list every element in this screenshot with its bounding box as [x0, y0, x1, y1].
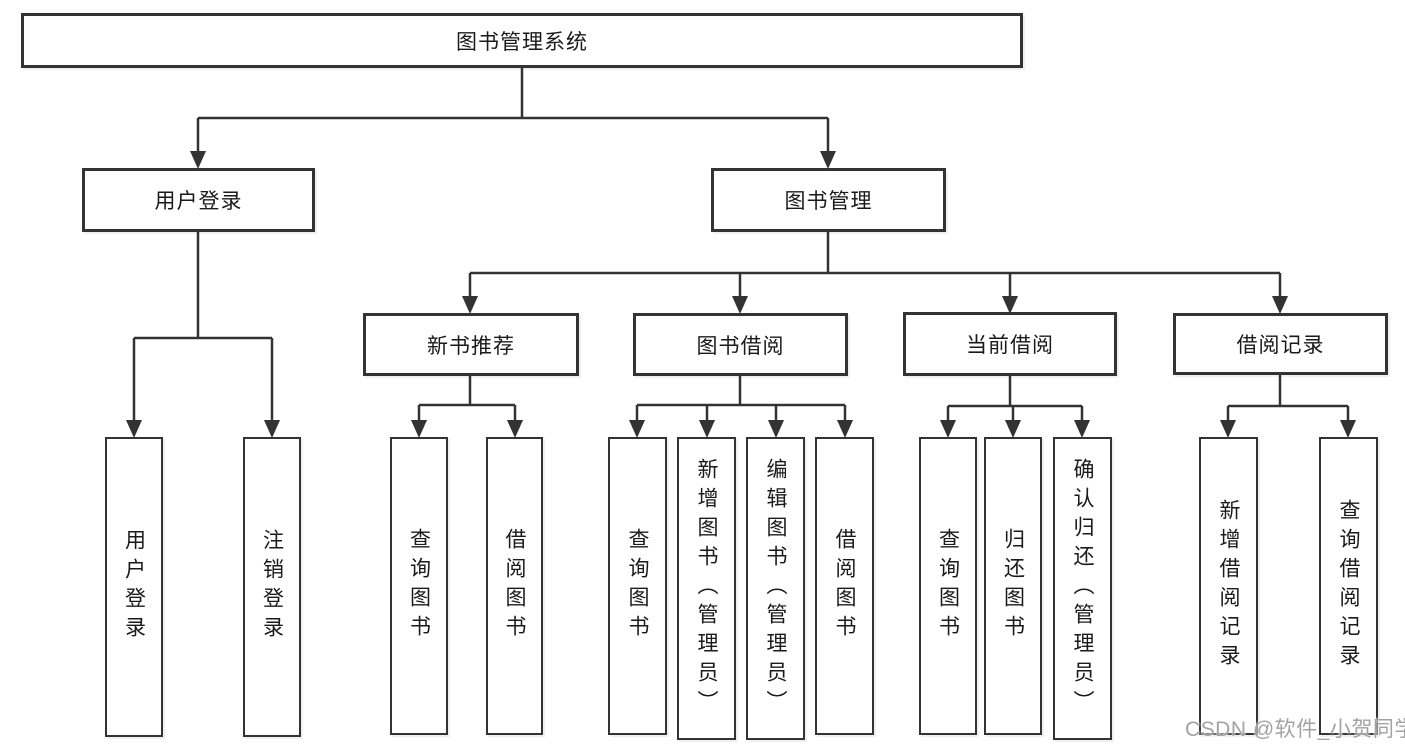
leaf-query-books-rec: 查询图书	[390, 437, 448, 735]
node-label: 图书管理系统	[456, 30, 588, 54]
leaf-label: 查询借阅记录	[1337, 499, 1360, 673]
arrowhead	[1340, 420, 1356, 438]
connector-root-to-level2	[190, 68, 836, 169]
connector-book-mgmt-to-level3	[462, 232, 1288, 314]
leaf-query-borrow-record: 查询借阅记录	[1319, 437, 1378, 735]
arrowhead	[837, 420, 853, 438]
leaf-label: 借阅图书	[833, 528, 856, 644]
arrowhead	[264, 420, 280, 438]
arrowhead	[768, 420, 784, 438]
connector-user-login-to-leaves	[126, 232, 280, 438]
arrowhead	[699, 420, 715, 438]
leaf-add-book-admin: 新增图书（管理员）	[677, 437, 736, 740]
leaf-return-book: 归还图书	[984, 437, 1042, 735]
leaf-query-books-borrow: 查询图书	[608, 437, 667, 735]
arrowhead	[820, 151, 836, 169]
connector-book-borrow-to-leaves	[629, 376, 853, 438]
leaf-label: 用户登录	[122, 529, 146, 645]
node-label: 当前借阅	[966, 334, 1054, 357]
leaf-user-login: 用户登录	[105, 437, 163, 737]
leaf-label: 确认归还（管理员）	[1071, 458, 1094, 719]
leaf-logout: 注销登录	[243, 437, 301, 737]
arrowhead	[126, 420, 142, 438]
leaf-label: 新增借阅记录	[1217, 499, 1240, 673]
arrowhead	[1272, 296, 1288, 314]
leaf-confirm-return-admin: 确认归还（管理员）	[1053, 437, 1112, 740]
node-borrow-records: 借阅记录	[1173, 313, 1388, 375]
arrowhead	[190, 151, 206, 169]
leaf-label: 借阅图书	[503, 528, 526, 644]
node-label: 借阅记录	[1236, 334, 1325, 357]
arrowhead	[507, 420, 523, 438]
leaf-label: 注销登录	[260, 529, 284, 645]
connector-current-borrow-to-leaves	[940, 376, 1090, 438]
node-current-borrow: 当前借阅	[903, 312, 1117, 376]
connector-new-book-rec-to-leaves	[411, 376, 523, 438]
csdn-watermark: CSDN @软件_小贺同学	[1185, 718, 1405, 741]
arrowhead	[629, 420, 645, 438]
leaf-edit-book-admin: 编辑图书（管理员）	[746, 437, 805, 740]
arrowhead	[411, 420, 427, 438]
node-library-mgmt-system: 图书管理系统	[21, 13, 1023, 68]
leaf-label: 查询图书	[936, 528, 960, 644]
leaf-borrow-books-rec: 借阅图书	[486, 437, 543, 735]
connector-borrow-records-to-leaves	[1220, 375, 1356, 438]
node-label: 新书推荐	[427, 334, 515, 358]
leaf-borrow-books: 借阅图书	[815, 437, 874, 735]
node-new-book-recommend: 新书推荐	[363, 313, 579, 376]
node-user-login: 用户登录	[82, 168, 315, 232]
node-label: 图书管理	[784, 190, 873, 213]
leaf-add-borrow-record: 新增借阅记录	[1199, 437, 1258, 735]
leaf-query-books-current: 查询图书	[919, 437, 977, 735]
arrowhead	[462, 296, 478, 314]
arrowhead	[940, 420, 956, 438]
leaf-label: 查询图书	[407, 528, 431, 644]
node-label: 用户登录	[154, 190, 243, 213]
arrowhead	[1220, 420, 1236, 438]
leaf-label: 归还图书	[1001, 528, 1025, 644]
node-book-borrow: 图书借阅	[633, 313, 848, 376]
arrowhead	[1005, 420, 1021, 438]
leaf-label: 新增图书（管理员）	[695, 458, 718, 719]
node-label: 图书借阅	[696, 334, 785, 358]
arrowhead	[1074, 420, 1090, 438]
arrowhead	[732, 296, 748, 314]
node-book-mgmt: 图书管理	[711, 168, 946, 232]
leaf-label: 查询图书	[626, 528, 649, 644]
leaf-label: 编辑图书（管理员）	[764, 458, 787, 719]
